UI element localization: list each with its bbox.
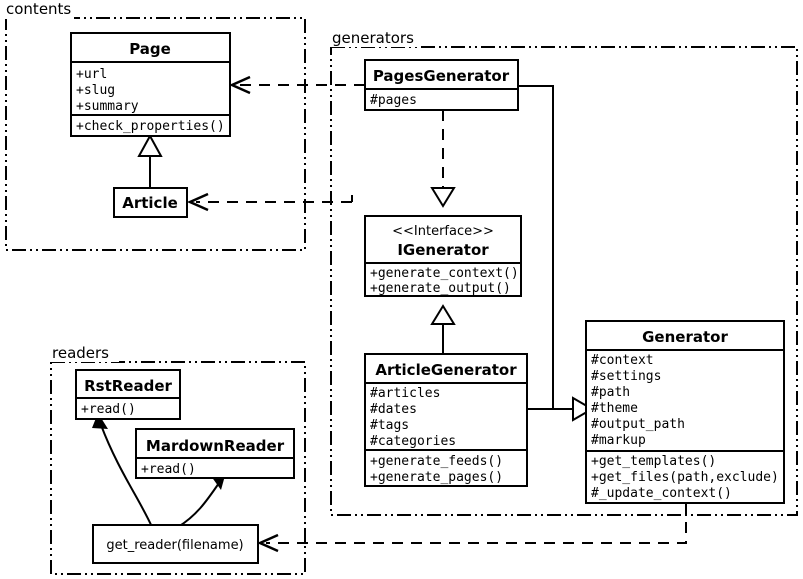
edge-line (266, 503, 687, 544)
package-contents-label-bg (2, 0, 74, 19)
class-rstreader-title: RstReader (84, 377, 172, 395)
package-generators-label-bg (329, 28, 421, 47)
class-generator-attribute: #markup (591, 433, 646, 448)
class-page-attribute: +url (76, 67, 107, 82)
function-get-reader-label: get_reader(filename) (106, 538, 243, 553)
class-articlegenerator-method: +generate_pages() (370, 470, 503, 485)
class-article-box[interactable] (113, 187, 188, 218)
class-articlegenerator-attribute: #articles (370, 386, 440, 401)
package-readers-label: readers (52, 344, 109, 362)
class-articlegenerator-attribute: #dates (370, 402, 417, 417)
edge-get_reader-creates-rstreader (92, 413, 153, 528)
package-readers-label-bg (49, 343, 119, 362)
class-generator-attribute: #theme (591, 401, 638, 416)
package-generators-label: generators (332, 29, 414, 47)
function-get-reader-box[interactable] (92, 524, 259, 564)
class-pagesgenerator[interactable]: PagesGenerator #pages (364, 59, 519, 111)
edge-articlegenerator-implements-igenerator (430, 304, 456, 356)
class-article-title: Article (122, 194, 178, 212)
package-generators: generators (329, 28, 798, 516)
class-rstreader[interactable]: RstReader +read() (75, 369, 181, 420)
class-igenerator-title: IGenerator (397, 241, 489, 259)
class-rstreader-method: +read() (81, 402, 136, 417)
edge-line (177, 482, 220, 528)
class-pagesgenerator-box[interactable] (364, 59, 519, 111)
class-articlegenerator[interactable]: ArticleGenerator #articles #dates #tags … (364, 353, 528, 487)
package-contents-label: contents (6, 0, 71, 18)
dependency-arrowhead-article (186, 192, 209, 212)
class-articlegenerator-attribute: #tags (370, 418, 409, 433)
dependency-arrowhead-get-reader (256, 533, 279, 553)
class-page-method: +check_properties() (76, 119, 225, 134)
class-mardownreader-box[interactable] (135, 428, 295, 479)
class-article[interactable]: Article (113, 187, 188, 218)
edge-pagesgenerator-realizes-igenerator (430, 110, 456, 208)
class-page-title: Page (129, 40, 171, 58)
class-generator[interactable]: Generator #context #settings #path #them… (585, 320, 785, 504)
package-contents-border (5, 17, 306, 251)
class-igenerator-method: +generate_output() (370, 281, 511, 296)
package-readers: readers (49, 343, 306, 575)
class-mardownreader[interactable]: MardownReader +read() (135, 428, 295, 479)
class-mardownreader-title: MardownReader (146, 437, 285, 455)
package-generators-border (330, 46, 798, 516)
class-articlegenerator-box[interactable] (364, 353, 528, 487)
create-arrowhead-rstreader (92, 413, 108, 429)
class-rstreader-box[interactable] (75, 369, 181, 420)
class-generator-attribute: #path (591, 385, 630, 400)
class-igenerator-stereotype: <<Interface>> (392, 224, 494, 239)
class-generator-attribute: #settings (591, 369, 661, 384)
edge-articlegenerator-depends-article (186, 192, 353, 212)
edge-pagesgenerator-depends-page (228, 75, 365, 95)
class-generator-attribute: #output_path (591, 417, 685, 432)
class-igenerator-method: +generate_context() (370, 266, 519, 281)
package-readers-border (50, 361, 306, 575)
edge-line (100, 424, 153, 528)
class-page-attribute: +summary (76, 99, 139, 114)
class-articlegenerator-attribute: #categories (370, 434, 456, 449)
package-contents: contents (2, 0, 306, 251)
generalization-arrowhead-page (137, 133, 163, 157)
generalization-arrowhead-igenerator (430, 304, 456, 325)
dependency-arrowhead-page (228, 75, 251, 95)
class-articlegenerator-title: ArticleGenerator (375, 361, 517, 379)
class-generator-title: Generator (642, 328, 728, 346)
edge-generator-depends-get_reader (256, 503, 687, 553)
class-page-attribute: +slug (76, 83, 115, 98)
class-generator-method: +get_files(path,exclude) (591, 470, 779, 485)
class-generator-attribute: #context (591, 353, 654, 368)
class-articlegenerator-method: +generate_feeds() (370, 454, 503, 469)
class-pagesgenerator-attribute: #pages (370, 93, 417, 108)
class-igenerator[interactable]: <<Interface>> IGenerator +generate_conte… (364, 215, 522, 297)
realization-arrowhead-igenerator (430, 187, 456, 208)
class-page[interactable]: Page +url +slug +summary +check_properti… (70, 32, 231, 137)
class-generator-box[interactable] (585, 320, 785, 504)
class-igenerator-box[interactable] (364, 215, 522, 297)
class-mardownreader-method: +read() (141, 462, 196, 477)
function-get-reader[interactable]: get_reader(filename) (92, 524, 259, 564)
edge-article-inherits-page (137, 133, 163, 188)
class-pagesgenerator-title: PagesGenerator (373, 67, 510, 85)
class-page-box[interactable] (70, 32, 231, 137)
class-generator-method: #_update_context() (591, 486, 732, 501)
generalization-arrowhead-generator (572, 396, 594, 422)
class-generator-method: +get_templates() (591, 454, 716, 469)
edge-get_reader-creates-mardownreader (177, 472, 226, 528)
